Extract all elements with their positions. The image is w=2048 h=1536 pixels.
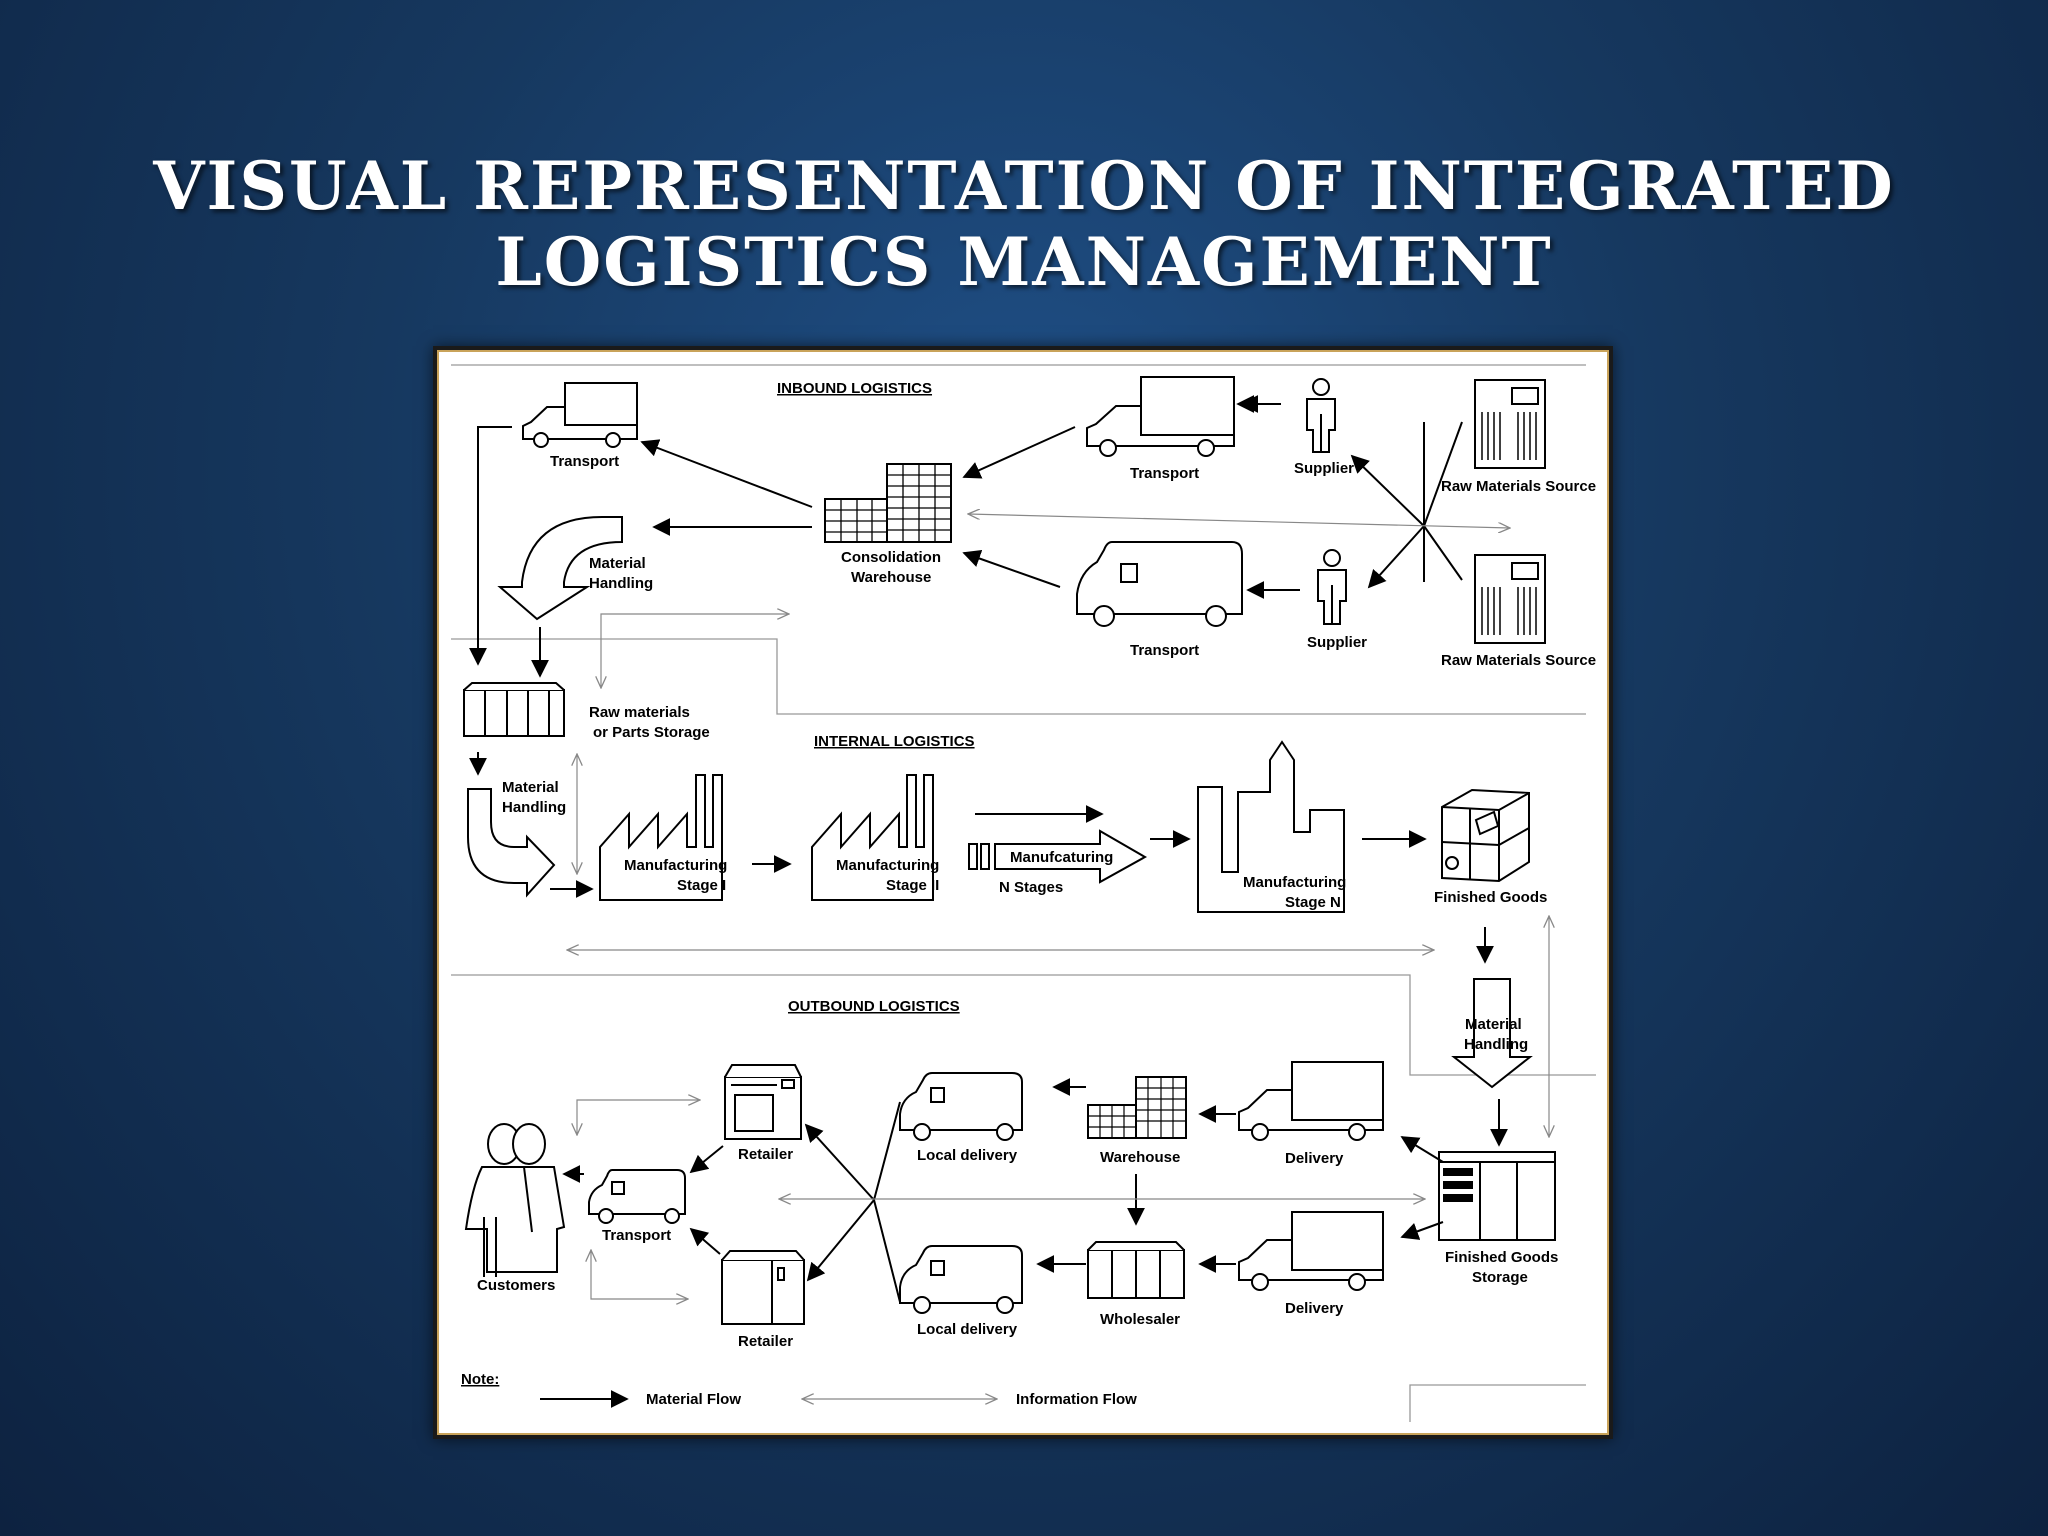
customers-icon bbox=[464, 1123, 566, 1277]
retailer-bottom-label: Retailer bbox=[738, 1333, 793, 1350]
transport-truck-top-icon bbox=[1086, 376, 1235, 457]
material-handling-internal-icon bbox=[467, 788, 556, 898]
material-handling-outbound-label-2: Handling bbox=[1464, 1036, 1528, 1053]
legend-material-flow-label: Material Flow bbox=[646, 1391, 741, 1408]
slide-title-line1: VISUAL REPRESENTATION OF INTEGRATED bbox=[153, 147, 1895, 225]
raw-materials-source-bottom-icon bbox=[1474, 554, 1546, 644]
transport-left-label: Transport bbox=[550, 453, 619, 470]
consolidation-warehouse-icon bbox=[824, 463, 952, 543]
stage2-label-2: Stage II bbox=[886, 877, 939, 894]
stageN-label-1: Manufacturing bbox=[1243, 874, 1346, 891]
slide-title-line2: LOGISTICS MANAGEMENT bbox=[495, 223, 1553, 301]
finished-goods-icon bbox=[1441, 788, 1530, 883]
retailer-top-label: Retailer bbox=[738, 1146, 793, 1163]
internal-information-flow-arrows bbox=[567, 754, 1549, 1137]
transport-truck-left-icon bbox=[522, 382, 638, 448]
wholesaler-icon bbox=[1087, 1241, 1185, 1299]
section-title-outbound: OUTBOUND LOGISTICS bbox=[788, 998, 960, 1015]
manufacturing-stage-n-icon bbox=[1197, 740, 1345, 913]
n-stages-label-1: Manufcaturing bbox=[1010, 849, 1113, 866]
material-handling-internal-label-1: Material bbox=[502, 779, 559, 796]
material-handling-outbound-label-1: Material bbox=[1465, 1016, 1522, 1033]
legend: Note: Material Flow Information Flow bbox=[461, 1371, 1137, 1408]
material-handling-internal-label-2: Handling bbox=[502, 799, 566, 816]
material-handling-outbound-icon bbox=[1451, 978, 1533, 1089]
retailer-bottom-icon bbox=[721, 1250, 805, 1325]
raw-storage-label-1: Raw materials bbox=[589, 704, 690, 721]
legend-information-flow-label: Information Flow bbox=[1016, 1391, 1137, 1408]
raw-materials-storage-icon bbox=[463, 682, 565, 737]
logistics-diagram: INBOUND LOGISTICS INTERNAL LOGISTICS OUT… bbox=[451, 364, 1596, 1422]
material-handling-inbound-icon bbox=[497, 516, 623, 621]
fg-storage-label-1: Finished Goods bbox=[1445, 1249, 1558, 1266]
diagram-canvas: INBOUND LOGISTICS INTERNAL LOGISTICS OUT… bbox=[437, 350, 1609, 1435]
stageN-label-2: Stage N bbox=[1285, 894, 1341, 911]
raw-storage-label-2: or Parts Storage bbox=[593, 724, 710, 741]
transport-van-inbound-icon bbox=[1076, 541, 1243, 627]
section-title-inbound: INBOUND LOGISTICS bbox=[777, 380, 932, 397]
warehouse-icon bbox=[1087, 1076, 1187, 1139]
stage1-label-2: Stage I bbox=[677, 877, 726, 894]
consolidation-label-1: Consolidation bbox=[841, 549, 941, 566]
n-stages-arrow-icon bbox=[968, 829, 1148, 884]
delivery-truck-top-icon bbox=[1238, 1061, 1384, 1141]
transport-outbound-label: Transport bbox=[602, 1227, 671, 1244]
retailer-top-icon bbox=[724, 1064, 802, 1140]
transport-top-label: Transport bbox=[1130, 465, 1199, 482]
manufacturing-stage-2-icon bbox=[811, 774, 934, 901]
inbound-information-flow-arrows bbox=[601, 514, 1510, 688]
finished-goods-storage-icon bbox=[1438, 1151, 1556, 1241]
supplier-bottom-icon bbox=[1317, 549, 1347, 625]
delivery-bottom-label: Delivery bbox=[1285, 1300, 1344, 1317]
delivery-truck-bottom-icon bbox=[1238, 1211, 1384, 1291]
fg-storage-label-2: Storage bbox=[1472, 1269, 1528, 1286]
manufacturing-stage-1-icon bbox=[599, 774, 723, 901]
transport-bottom-label: Transport bbox=[1130, 642, 1199, 659]
customers-label: Customers bbox=[477, 1277, 555, 1294]
local-delivery-bottom-label: Local delivery bbox=[917, 1321, 1018, 1338]
raw-source-bottom-label: Raw Materials Source bbox=[1441, 652, 1596, 669]
stage2-label-1: Manufacturing bbox=[836, 857, 939, 874]
legend-note-label: Note: bbox=[461, 1371, 499, 1388]
material-handling-inbound-label-1: Material bbox=[589, 555, 646, 572]
raw-source-top-label: Raw Materials Source bbox=[1441, 478, 1596, 495]
material-handling-inbound-label-2: Handling bbox=[589, 575, 653, 592]
internal-material-flow-arrows bbox=[469, 752, 1494, 964]
transport-van-outbound-icon bbox=[588, 1169, 686, 1224]
stage1-label-1: Manufacturing bbox=[624, 857, 727, 874]
slide-title: VISUAL REPRESENTATION OF INTEGRATED LOGI… bbox=[0, 148, 2048, 300]
raw-materials-source-top-icon bbox=[1474, 379, 1546, 469]
diagram-frame: INBOUND LOGISTICS INTERNAL LOGISTICS OUT… bbox=[433, 346, 1613, 1439]
outbound-information-flow-arrows bbox=[577, 1100, 1425, 1299]
delivery-top-label: Delivery bbox=[1285, 1150, 1344, 1167]
local-delivery-van-bottom-icon bbox=[899, 1245, 1023, 1314]
finished-goods-label: Finished Goods bbox=[1434, 889, 1547, 906]
wholesaler-label: Wholesaler bbox=[1100, 1311, 1180, 1328]
local-delivery-van-top-icon bbox=[899, 1072, 1023, 1141]
local-delivery-top-label: Local delivery bbox=[917, 1147, 1018, 1164]
n-stages-label-2: N Stages bbox=[999, 879, 1063, 896]
section-title-internal: INTERNAL LOGISTICS bbox=[814, 733, 975, 750]
consolidation-label-2: Warehouse bbox=[851, 569, 931, 586]
supplier-top-label: Supplier bbox=[1294, 460, 1354, 477]
warehouse-label: Warehouse bbox=[1100, 1149, 1180, 1166]
supplier-bottom-label: Supplier bbox=[1307, 634, 1367, 651]
supplier-top-icon bbox=[1306, 378, 1336, 453]
